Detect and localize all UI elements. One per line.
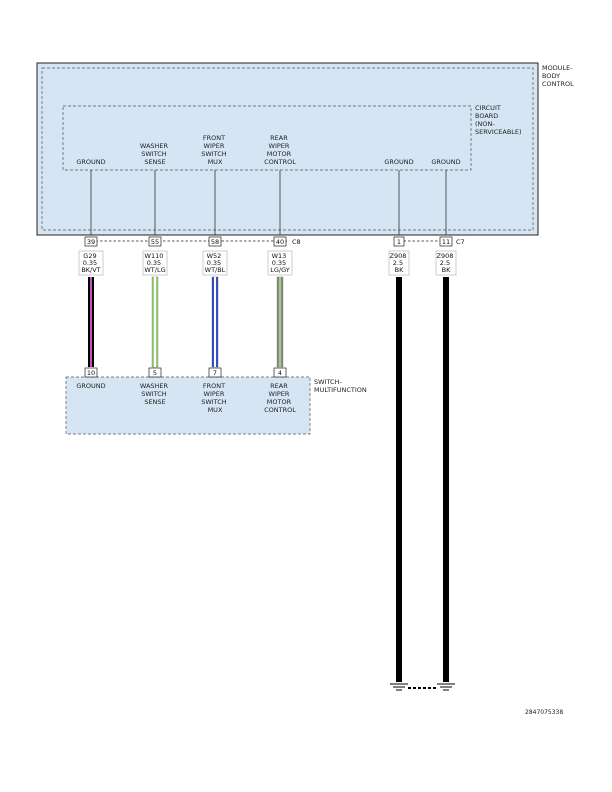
module-pin-1: 1 <box>393 236 405 247</box>
svg-text:40: 40 <box>276 238 284 246</box>
wire-z908-2 <box>443 277 449 682</box>
switch-pin-label-washer-switch-sense: WASHER SWITCH SENSE <box>140 382 170 406</box>
switch-pin-5: 5 <box>148 367 162 378</box>
wire-z908-1 <box>396 277 402 682</box>
wire-g29 <box>88 277 94 367</box>
module-pin-55: 55 <box>148 236 162 247</box>
module-pin-label-front-wiper-switch-mux: FRONT WIPER SWITCH MUX <box>201 134 229 166</box>
wire-label-g29: G29 0.35 BK/VT <box>78 250 104 276</box>
module-pin-label-washer-switch-sense: WASHER SWITCH SENSE <box>140 142 170 166</box>
svg-text:39: 39 <box>87 238 95 246</box>
switch-pin-label-rear-wiper-motor-control: REAR WIPER MOTOR CONTROL <box>264 382 296 414</box>
wire-w13 <box>276 276 284 368</box>
wire-label-w110: W110 0.35 WT/LG <box>142 250 168 276</box>
module-name: MODULE- BODY CONTROL <box>542 64 575 88</box>
module-pin-11: 11 <box>439 236 453 247</box>
switch-pin-label-front-wiper-switch-mux: FRONT WIPER SWITCH MUX <box>201 382 229 414</box>
svg-text:4: 4 <box>278 369 282 377</box>
circuit-board-label: CIRCUIT BOARD (NON- SERVICEABLE) <box>475 104 522 136</box>
module-pin-39: 39 <box>84 236 98 247</box>
svg-text:W52 0.35 WT/BL: W52 0.35 WT/BL <box>205 252 226 274</box>
module-pin-label-ground-3: GROUND <box>431 158 460 166</box>
wire-w110 <box>151 276 159 368</box>
svg-text:10: 10 <box>87 369 95 377</box>
svg-text:11: 11 <box>442 238 450 246</box>
module-pin-label-ground-1: GROUND <box>76 158 105 166</box>
svg-text:58: 58 <box>211 238 219 246</box>
switch-pin-4: 4 <box>273 367 287 378</box>
switch-multifunction-box <box>65 376 311 435</box>
module-pin-40: 40 <box>273 236 287 247</box>
connector-c8-label: C8 <box>292 238 301 246</box>
module-pin-label-ground-2: GROUND <box>384 158 413 166</box>
svg-text:1: 1 <box>397 238 401 246</box>
switch-pin-7: 7 <box>208 367 222 378</box>
circuit-board-box <box>62 105 472 171</box>
wire-label-z908-2: Z908 2.5 BK <box>435 250 457 276</box>
module-pin-label-rear-wiper-motor-control: REAR WIPER MOTOR CONTROL <box>264 134 296 166</box>
switch-name: SWITCH- MULTIFUNCTION <box>314 378 367 394</box>
svg-text:G29 0.35 BK/VT: G29 0.35 BK/VT <box>81 252 100 274</box>
connector-c7-label: C7 <box>456 238 465 246</box>
wire-w52 <box>211 276 219 368</box>
svg-text:55: 55 <box>151 238 159 246</box>
module-pin-58: 58 <box>208 236 222 247</box>
switch-pin-label-ground: GROUND <box>76 382 105 390</box>
svg-text:5: 5 <box>153 369 157 377</box>
switch-pin-10: 10 <box>84 367 98 378</box>
ground-symbol-2 <box>437 683 455 691</box>
module-inner-dashed-border <box>41 67 534 231</box>
module-body-control-box <box>36 62 539 236</box>
document-id: 2847075338 <box>525 709 563 716</box>
svg-text:W110 0.35 WT/LG: W110 0.35 WT/LG <box>144 252 165 274</box>
wire-label-w13: W13 0.35 LG/GY <box>267 250 293 276</box>
wire-label-w52: W52 0.35 WT/BL <box>202 250 228 276</box>
svg-text:W13 0.35 LG/GY: W13 0.35 LG/GY <box>270 252 290 274</box>
ground-symbol-1 <box>390 683 408 691</box>
wire-label-z908-1: Z908 2.5 BK <box>388 250 410 276</box>
svg-text:Z908 2.5 BK: Z908 2.5 BK <box>390 252 409 274</box>
svg-text:Z908 2.5 BK: Z908 2.5 BK <box>437 252 456 274</box>
svg-text:7: 7 <box>213 369 217 377</box>
